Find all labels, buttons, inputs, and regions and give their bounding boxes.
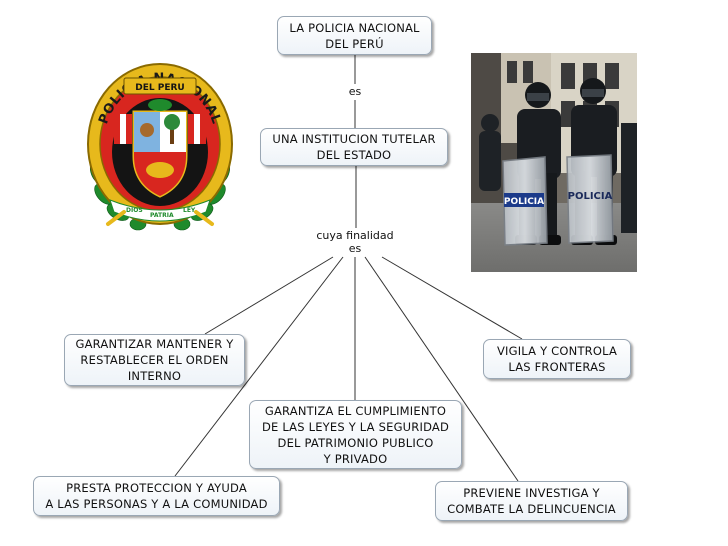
node-protection: PRESTA PROTECCION Y AYUDA A LAS PERSONAS …	[33, 476, 280, 516]
node-laws-line-1: GARANTIZA EL CUMPLIMIENTO	[264, 403, 447, 418]
node-laws-line-3: DEL PATRIMONIO PUBLICO	[277, 435, 434, 450]
node-crime: PREVIENE INVESTIGA Y COMBATE LA DELINCUEN…	[435, 481, 628, 521]
connector-to-protection	[174, 256, 344, 477]
emblem-ribbon-word-1: DIOS	[126, 207, 143, 214]
node-laws-line-2: DE LAS LEYES Y LA SEGURIDAD	[261, 419, 450, 434]
node-crime-line-1: PREVIENE INVESTIGA Y	[463, 486, 600, 500]
link-label-purpose: cuya finalidad es	[300, 229, 410, 255]
shield-label-1: POLICIA	[504, 197, 544, 207]
link-label-es-text: es	[348, 85, 362, 98]
node-borders-line-1: VIGILA Y CONTROLA	[496, 344, 618, 358]
node-institution-line-1: UNA INSTITUCION TUTELAR	[272, 132, 436, 146]
node-institution: UNA INSTITUCION TUTELAR DEL ESTADO	[260, 128, 448, 166]
node-protection-line-2: A LAS PERSONAS Y A LA COMUNIDAD	[45, 497, 268, 511]
node-order-line-3: INTERNO	[127, 369, 182, 383]
emblem-ribbon-text: DEL PERU	[135, 83, 184, 93]
riot-shield-icon	[566, 154, 614, 244]
node-borders: VIGILA Y CONTROLA LAS FRONTERAS	[483, 339, 631, 379]
riot-police-photo: POLICIA POLICIA	[471, 53, 637, 272]
node-protection-line-1: PRESTA PROTECCION Y AYUDA	[66, 481, 247, 495]
emblem-ribbon-word-3: LEY	[183, 207, 196, 214]
node-institution-line-2: DEL ESTADO	[316, 148, 392, 162]
emblem-bottom-ribbon	[109, 199, 211, 222]
police-emblem: POLICIA NACIONAL DEL PERU DIOS PATRIA LE…	[87, 63, 233, 231]
flags-icon	[114, 114, 206, 144]
link-label-es: es	[340, 85, 370, 98]
connector-to-crime	[364, 256, 519, 482]
emblem-ribbon	[123, 77, 197, 95]
crossed-swords-icon	[106, 210, 214, 226]
link-label-purpose-line-2: es	[348, 242, 362, 255]
node-root-line-2: DEL PERÚ	[325, 36, 384, 51]
node-borders-line-2: LAS FRONTERAS	[508, 360, 606, 374]
riot-police-photo-illustration: POLICIA POLICIA	[471, 53, 637, 272]
node-order-line-1: GARANTIZAR MANTENER Y	[75, 337, 234, 351]
node-root-line-1: LA POLICIA NACIONAL	[289, 20, 420, 35]
node-order-line-2: RESTABLECER EL ORDEN	[80, 353, 229, 367]
shield-label-2: POLICIA	[568, 191, 613, 202]
node-order: GARANTIZAR MANTENER Y RESTABLECER EL ORDE…	[64, 334, 245, 386]
node-laws-line-4: Y PRIVADO	[323, 451, 388, 466]
connector-to-order	[204, 256, 334, 335]
emblem-ribbon-word-2: PATRIA	[150, 212, 174, 219]
connector-to-borders	[381, 256, 523, 340]
link-label-purpose-line-1: cuya finalidad	[316, 229, 394, 242]
node-crime-line-2: COMBATE LA DELINCUENCIA	[447, 502, 616, 516]
